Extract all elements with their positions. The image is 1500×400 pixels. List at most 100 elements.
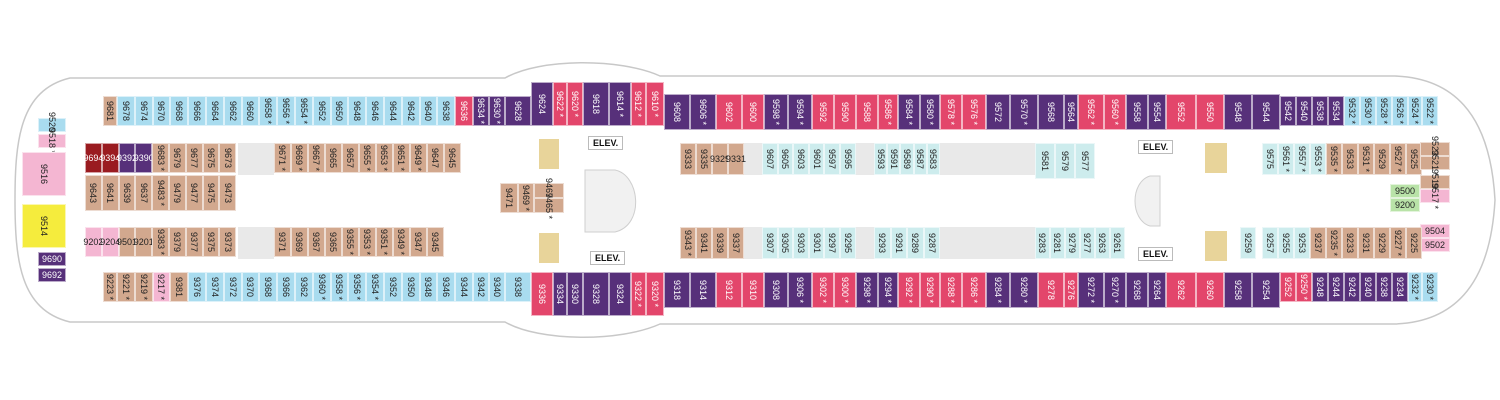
cabin-9318[interactable]: 9318 [664, 272, 690, 308]
cabin-9678[interactable]: 9678 [117, 96, 135, 126]
cabin-9665[interactable]: 9665 [325, 143, 342, 173]
cabin-9668[interactable]: 9668 [170, 96, 189, 126]
cabin-9230[interactable]: 9230 * [1422, 272, 1438, 302]
cabin-9279[interactable]: 9279 [1065, 227, 1080, 259]
cabin-9554[interactable]: 9554 [1148, 94, 1166, 130]
cabin-9261[interactable]: 9261 [1110, 227, 1125, 259]
cabin-9501[interactable]: 9501 [117, 227, 137, 257]
cabin-9538[interactable]: 9538 [1312, 96, 1328, 126]
cabin-9637[interactable]: 9637 [135, 175, 153, 211]
cabin-9374[interactable]: 9374 [206, 272, 224, 302]
cabin-9540[interactable]: 9540 [1296, 96, 1312, 126]
cabin-9252[interactable]: 9252 [1280, 272, 1296, 302]
cabin-9483[interactable]: 9483 * [152, 175, 169, 211]
cabin-9344[interactable]: 9344 [455, 272, 473, 302]
cabin-9532[interactable]: 9532 * [1344, 96, 1360, 126]
cabin-9646[interactable]: 9646 [366, 96, 384, 126]
cabin-9365[interactable]: 9365 [325, 227, 342, 257]
cabin-9242[interactable]: 9242 [1344, 272, 1360, 302]
cabin-9520[interactable]: 9520 * [38, 112, 66, 138]
cabin-9642[interactable]: 9642 [401, 96, 420, 126]
cabin-9308[interactable]: 9308 [764, 272, 788, 308]
cabin-9232[interactable]: 9232 * [1408, 272, 1422, 302]
cabin-9598[interactable]: 9598 * [764, 94, 788, 130]
cabin-9298[interactable]: 9298 * [856, 272, 878, 308]
cabin-9593[interactable]: 9593 [874, 143, 888, 175]
cabin-9300[interactable]: 9300 * [834, 272, 856, 308]
cabin-9310[interactable]: 9310 [742, 272, 764, 308]
cabin-9528[interactable]: 9528 * [1376, 96, 1392, 126]
cabin-9338[interactable]: 9338 [505, 272, 531, 302]
cabin-9330[interactable]: 9330 [567, 272, 583, 316]
cabin-9345[interactable]: 9345 [427, 227, 444, 257]
cabin-9353[interactable]: 9353 * [359, 227, 376, 257]
cabin-9286[interactable]: 9286 * [962, 272, 986, 308]
cabin-9250[interactable]: 9250 * [1296, 272, 1312, 302]
cabin-9692[interactable]: 9692 [38, 268, 66, 282]
cabin-9376[interactable]: 9376 [188, 272, 206, 302]
cabin-9516[interactable]: 9516 [22, 152, 66, 196]
cabin-9550[interactable]: 9550 [1196, 94, 1224, 130]
cabin-9337[interactable]: 9337 [728, 227, 744, 259]
cabin-9270[interactable]: 9270 * [1104, 272, 1126, 308]
cabin-9640[interactable]: 9640 [419, 96, 438, 126]
cabin-9643[interactable]: 9643 [85, 175, 102, 211]
cabin-9562[interactable]: 9562 * [1078, 94, 1104, 130]
cabin-9336[interactable]: 9336 [531, 272, 553, 316]
cabin-9297[interactable]: 9297 [824, 227, 840, 259]
cabin-9530[interactable]: 9530 * [1360, 96, 1376, 126]
cabin-9322[interactable]: 9322 * [631, 272, 646, 316]
cabin-9650[interactable]: 9650 [330, 96, 349, 126]
cabin-9287[interactable]: 9287 [923, 227, 940, 259]
cabin-9390[interactable]: 9390 [134, 143, 154, 173]
cabin-9645[interactable]: 9645 [444, 143, 461, 173]
cabin-9263[interactable]: 9263 [1095, 227, 1110, 259]
cabin-9358[interactable]: 9358 * [330, 272, 349, 302]
cabin-9262[interactable]: 9262 [1166, 272, 1196, 308]
cabin-9272[interactable]: 9272 * [1078, 272, 1104, 308]
cabin-9521[interactable]: 9521 * [1420, 150, 1450, 176]
cabin-9375[interactable]: 9375 [202, 227, 220, 257]
cabin-9572[interactable]: 9572 [986, 94, 1010, 130]
cabin-9219[interactable]: 9219 * [134, 272, 153, 302]
cabin-9234[interactable]: 9234 [1392, 272, 1408, 302]
cabin-9606[interactable]: 9606 * [690, 94, 716, 130]
cabin-9231[interactable]: 9231 [1358, 227, 1374, 259]
cabin-9324[interactable]: 9324 [609, 272, 631, 316]
cabin-9677[interactable]: 9677 [185, 143, 203, 173]
cabin-9301[interactable]: 9301 [808, 227, 825, 259]
cabin-9522[interactable]: 9522 * [1422, 96, 1438, 126]
cabin-9601[interactable]: 9601 [808, 143, 825, 175]
cabin-9200[interactable]: 9200 [1390, 198, 1420, 212]
cabin-9371[interactable]: 9371 [274, 227, 291, 257]
cabin-9605[interactable]: 9605 [777, 143, 794, 175]
cabin-9519[interactable]: 9519 * [1420, 169, 1450, 195]
cabin-9669[interactable]: 9669 * [291, 143, 308, 173]
cabin-9292[interactable]: 9292 * [898, 272, 920, 308]
cabin-9534[interactable]: 9534 [1328, 96, 1344, 126]
cabin-9302[interactable]: 9302 * [812, 272, 834, 308]
cabin-9655[interactable]: 9655 * [359, 143, 376, 173]
cabin-9662[interactable]: 9662 [223, 96, 242, 126]
cabin-9335[interactable]: 9335 [696, 143, 712, 175]
cabin-9350[interactable]: 9350 [401, 272, 420, 302]
cabin-9233[interactable]: 9233 [1342, 227, 1358, 259]
cabin-9603[interactable]: 9603 [793, 143, 809, 175]
cabin-9368[interactable]: 9368 [259, 272, 278, 302]
cabin-9544[interactable]: 9544 [1252, 94, 1280, 130]
cabin-9583[interactable]: 9583 [926, 143, 940, 175]
cabin-9258[interactable]: 9258 [1224, 272, 1252, 308]
cabin-9369[interactable]: 9369 [291, 227, 308, 257]
cabin-9639[interactable]: 9639 [118, 175, 136, 211]
cabin-9531[interactable]: 9531 * [1358, 143, 1374, 175]
cabin-9248[interactable]: 9248 [1312, 272, 1328, 302]
cabin-9343[interactable]: 9343 * [680, 227, 696, 259]
cabin-9473[interactable]: 9473 [219, 175, 237, 211]
cabin-9575[interactable]: 9575 [1262, 143, 1278, 175]
cabin-9649[interactable]: 9649 * [410, 143, 427, 173]
cabin-9542[interactable]: 9542 [1280, 96, 1296, 126]
cabin-9561[interactable]: 9561 * [1278, 143, 1294, 175]
cabin-9674[interactable]: 9674 [134, 96, 153, 126]
cabin-9524[interactable]: 9524 * [1408, 96, 1422, 126]
cabin-9291[interactable]: 9291 [890, 227, 907, 259]
